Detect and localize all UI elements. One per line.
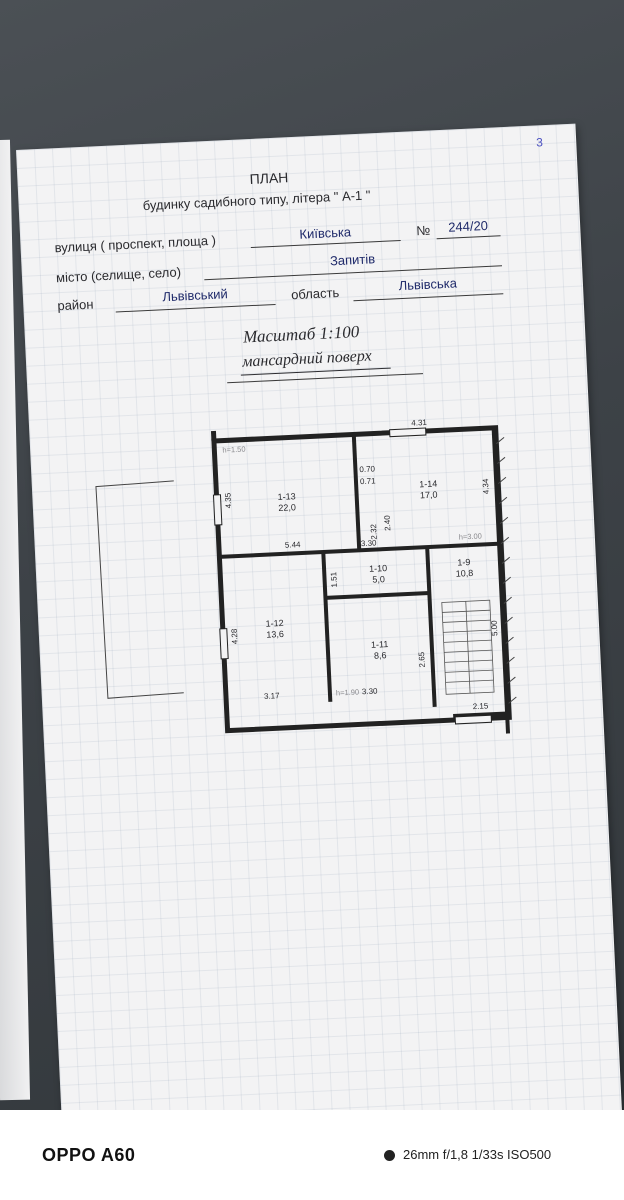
dim-11: 4.28 (230, 628, 240, 645)
city-value: Запитів (329, 251, 376, 269)
district-label: район (57, 296, 94, 314)
subtitle-prefix: будинку садибного типу, літера (142, 189, 331, 214)
room-1-12-id: 1-12 (265, 618, 283, 629)
window-stair (454, 714, 493, 725)
wall-horizontal-mid (219, 541, 502, 559)
window-1-13 (212, 494, 223, 526)
height-note-3: h=1.90 (336, 687, 360, 697)
room-1-13-id: 1-13 (277, 491, 295, 502)
photo-background: 3 ПЛАН будинку садибного типу, літера " … (0, 0, 624, 1110)
dim-6: 2.40 (383, 515, 393, 532)
wall-stair-right (491, 427, 511, 734)
number-underline (436, 235, 501, 240)
wall-1-10-bottom (325, 591, 430, 600)
document-subtitle: будинку садибного типу, літера " А-1 " (142, 187, 370, 213)
wall-1-12-right (321, 551, 333, 702)
dim-2: 4.34 (481, 478, 491, 495)
district-value: Львівський (162, 286, 229, 305)
dim-16: 2.15 (473, 701, 490, 711)
floor-plan: 1-13 22,0 1-14 17,0 1-10 5,0 1-9 10,8 1-… (95, 418, 517, 734)
room-1-9-area: 10,8 (455, 568, 473, 579)
number-value: 244/20 (447, 217, 489, 235)
region-underline (353, 293, 504, 302)
dim-3: 0.70 (359, 464, 376, 474)
dim-8: 5.44 (285, 540, 302, 550)
camera-dot-icon (384, 1150, 395, 1161)
document-title: ПЛАН (249, 169, 289, 188)
scale-label: Масштаб 1:100 (242, 322, 360, 347)
camera-watermark-bar (0, 1110, 624, 1200)
dim-13: 5.00 (490, 620, 500, 637)
floor-label: мансардний поверх (241, 347, 372, 371)
room-1-9-id: 1-9 (457, 557, 470, 568)
dim-4: 0.71 (360, 476, 377, 486)
window-1-12 (219, 628, 229, 660)
room-1-12-area: 13,6 (266, 629, 284, 640)
document-page: 3 ПЛАН будинку садибного типу, літера " … (16, 123, 623, 1110)
wall-stair-left (425, 546, 437, 707)
dim-9: 3.30 (361, 538, 378, 548)
street-label: вулиця ( проспект, площа ) (54, 232, 217, 256)
room-1-10-id: 1-10 (369, 563, 387, 574)
dim-1: 4.31 (411, 418, 428, 428)
window-1-14 (389, 427, 427, 438)
camera-exif: 26mm f/1,8 1/33s ISO500 (403, 1147, 552, 1162)
adjacent-outline (95, 480, 184, 699)
room-1-14-area: 17,0 (420, 490, 438, 501)
city-label: місто (селище, село) (55, 264, 182, 286)
room-1-10-area: 5,0 (372, 574, 385, 585)
dim-12: 2.65 (417, 651, 427, 668)
staircase (441, 599, 495, 695)
room-1-11-id: 1-11 (371, 639, 389, 650)
exterior-hatch (496, 436, 517, 704)
litera-value: " А-1 " (333, 187, 371, 205)
region-label: область (290, 284, 340, 303)
number-label: № (415, 222, 431, 239)
room-1-14-id: 1-14 (419, 479, 437, 490)
room-1-13-area: 22,0 (278, 502, 296, 513)
dim-7: 4.35 (223, 492, 233, 509)
height-note-1: h=1.50 (222, 445, 246, 455)
dim-5: 2.32 (369, 523, 379, 540)
height-note-2: h=3.00 (459, 531, 483, 541)
wall-stair-bottom (453, 711, 508, 719)
wall-divider-upper (351, 434, 362, 551)
page-number: 3 (535, 135, 544, 150)
camera-brand: OPPO A60 (42, 1145, 136, 1165)
dim-15: 3.30 (362, 687, 379, 697)
dim-10: 1.51 (329, 571, 339, 588)
dim-14: 3.17 (264, 691, 281, 701)
room-1-11-area: 8,6 (374, 650, 387, 661)
region-value: Львівська (398, 275, 458, 294)
